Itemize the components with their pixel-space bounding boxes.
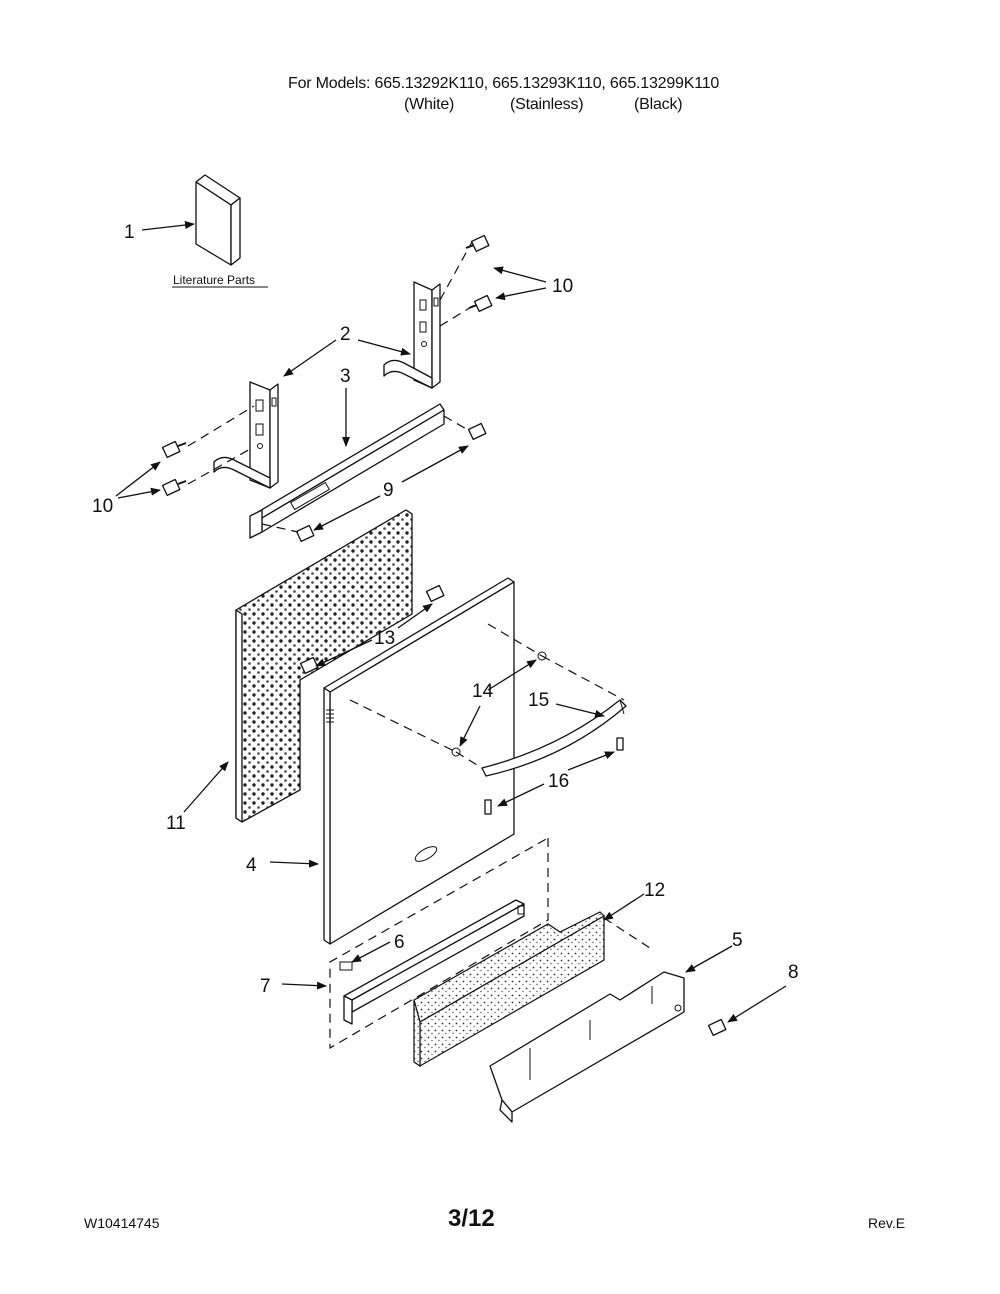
- callout-13: 13: [374, 628, 395, 649]
- document-number: W10414745: [84, 1215, 160, 1231]
- callout-12: 12: [644, 880, 665, 901]
- mounting-bracket-left: [213, 381, 279, 489]
- toe-panel-bracket: [339, 899, 525, 1025]
- screw-10-lower-b: [161, 478, 187, 497]
- insulation-blanket: [235, 509, 413, 823]
- callout-1: 1: [124, 222, 135, 243]
- toe-insulation: [413, 911, 605, 1068]
- callout-4: 4: [246, 855, 257, 876]
- variant-white: (White): [404, 96, 455, 113]
- screw-10-lower-a: [161, 440, 187, 459]
- callout-15: 15: [528, 690, 549, 711]
- assembly-dashed-lines: [187, 241, 651, 949]
- handle-studs: [451, 651, 547, 757]
- variant-stainless: (Stainless): [510, 96, 584, 113]
- callout-5: 5: [732, 930, 743, 951]
- callout-8: 8: [788, 962, 799, 983]
- callout-11: 11: [166, 813, 186, 834]
- screw-13-top: [425, 584, 445, 603]
- callout-6: 6: [394, 932, 405, 953]
- callout-16: 16: [548, 771, 569, 792]
- variant-black: (Black): [634, 96, 683, 113]
- callout-2: 2: [340, 324, 351, 345]
- toe-panel-dashed-box: [329, 837, 549, 1050]
- screw-10-upper-a: [465, 234, 490, 253]
- callout-14: 14: [472, 681, 494, 702]
- callout-9: 9: [383, 480, 394, 501]
- callout-3: 3: [340, 366, 351, 387]
- handle-spacers: [484, 737, 624, 815]
- models-header: For Models: 665.13292K110, 665.13293K110…: [288, 75, 720, 92]
- top-trim-bracket: [249, 403, 445, 539]
- literature-booklet: [195, 174, 241, 266]
- door-handle: [481, 699, 627, 777]
- revision: Rev.E: [868, 1215, 906, 1231]
- literature-parts-label: Literature Parts: [173, 273, 255, 287]
- callout-10-lower: 10: [92, 496, 113, 517]
- mounting-bracket-right: [383, 281, 441, 389]
- outer-door-panel: [323, 577, 515, 945]
- screw-9-left: [295, 524, 315, 543]
- toe-panel: [489, 971, 685, 1123]
- screw-9-right: [467, 422, 487, 441]
- callout-leaders: [115, 221, 787, 1023]
- callout-10-upper: 10: [552, 276, 573, 297]
- page-number: 3/12: [448, 1205, 495, 1232]
- callout-numbers: 1 2 3 10 10 9 13 14 15 16 11 4 6 12 5 7 …: [92, 222, 799, 997]
- callout-7: 7: [260, 976, 271, 997]
- screw-8: [707, 1018, 727, 1037]
- screw-10-upper-b: [468, 294, 493, 313]
